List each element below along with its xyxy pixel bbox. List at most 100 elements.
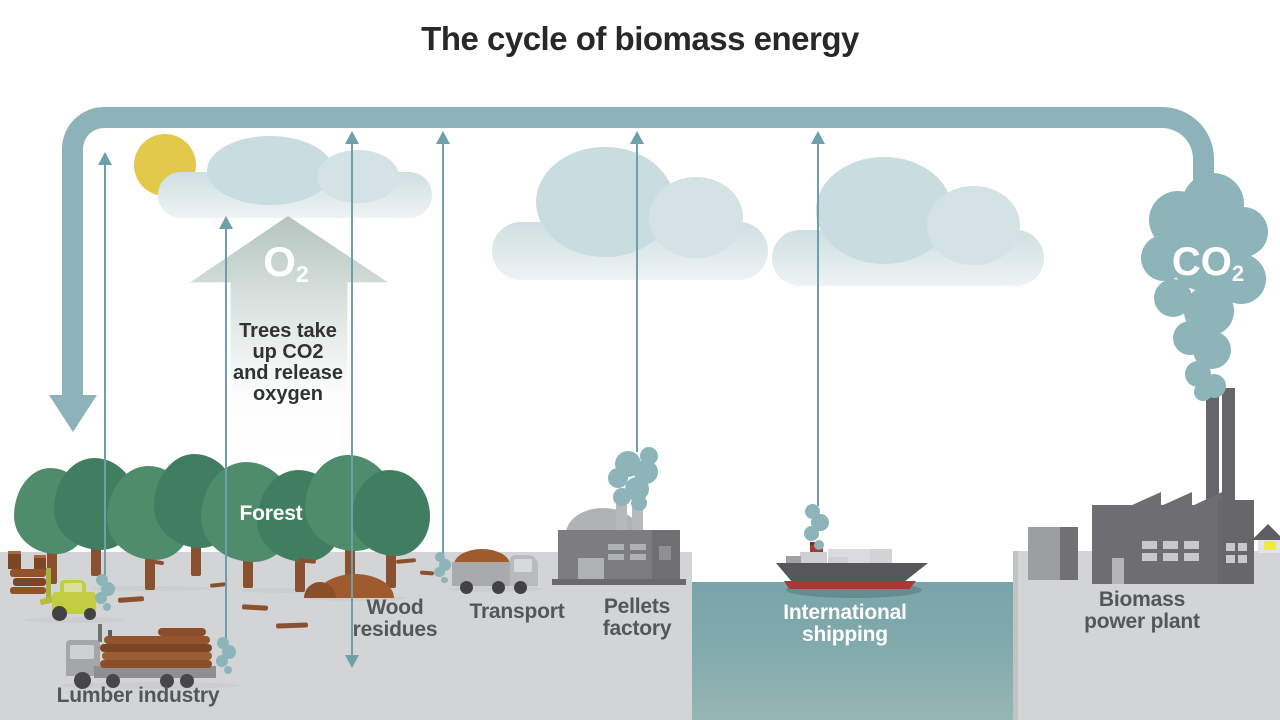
truck-cab-window	[70, 645, 94, 659]
pellets-label: Pellets factory	[602, 595, 672, 640]
plant-window	[1142, 541, 1157, 549]
cycle-arrow-down-head	[49, 395, 97, 432]
flow-arrow-down-head	[345, 655, 359, 668]
flow-arrow-line	[104, 162, 106, 576]
loader-wheel	[52, 606, 67, 621]
tree-trunk	[47, 529, 57, 584]
smoke-curl	[95, 592, 107, 604]
tree-canopy	[352, 470, 430, 556]
plant-window	[1184, 553, 1199, 561]
plant-window	[1238, 543, 1247, 551]
forest-label: Forest	[239, 502, 303, 525]
ground-shadow	[306, 595, 406, 601]
ship-deck-blocks	[786, 556, 801, 566]
smoke-curl	[103, 603, 111, 611]
truck-wheel	[106, 674, 120, 688]
plant-window	[1226, 543, 1235, 551]
ship-containers	[828, 549, 892, 566]
smoke-curl	[435, 551, 446, 563]
truck-wheel	[160, 674, 174, 688]
loader-wheel	[84, 608, 96, 620]
flow-arrow-up-head	[436, 131, 450, 144]
plant-window	[1238, 555, 1247, 563]
transport-cab-window	[514, 559, 532, 572]
loader-mast	[46, 568, 51, 602]
smoke-curl	[441, 576, 448, 584]
truck-log	[104, 636, 210, 644]
power-plant-label: Biomass power plant	[1084, 588, 1200, 633]
cloud	[492, 146, 768, 280]
factory-chimney	[616, 502, 627, 532]
co2-label: CO2	[1158, 240, 1258, 286]
o2-label-sub: 2	[295, 261, 309, 287]
factory-base	[552, 579, 686, 585]
plant-outbuilding	[1028, 527, 1060, 580]
page-title: The cycle of biomass energy	[421, 20, 859, 57]
smoke-curl	[434, 567, 445, 578]
truck-wheel	[180, 674, 194, 688]
chip-load	[454, 549, 510, 565]
factory-window	[630, 544, 646, 550]
smoke-curl	[439, 558, 452, 571]
cycle-arrow-corner-right	[1152, 107, 1214, 169]
smoke-puff	[1194, 383, 1212, 401]
flow-arrow-line	[636, 141, 638, 452]
smoke-puff	[640, 447, 658, 465]
tree-trunk	[191, 521, 201, 576]
smoke-curl	[803, 526, 819, 541]
plant-chimney	[1206, 388, 1219, 506]
trees-note: Trees take up CO2 and release oxygen	[232, 320, 344, 405]
loader-log-stack	[10, 569, 46, 577]
plant-tower	[1218, 500, 1254, 584]
truck-exhaust	[98, 624, 102, 642]
plant-window	[1226, 555, 1235, 563]
factory-window	[630, 554, 646, 560]
cloud	[772, 157, 1044, 286]
truck-log	[158, 628, 206, 636]
plant-window	[1163, 541, 1178, 549]
transport-wheel	[492, 581, 505, 594]
cycle-arrow-corner-left	[62, 107, 108, 153]
flow-arrow-up-head	[219, 216, 233, 229]
flow-arrow-line	[442, 141, 444, 554]
smoke-puff	[613, 488, 631, 506]
transport-wheel	[460, 581, 473, 594]
flow-arrow-up-head	[630, 131, 644, 144]
ship-keel	[784, 581, 916, 589]
cloud	[158, 136, 432, 218]
tree-stump	[34, 555, 46, 571]
flow-arrow-line	[817, 141, 819, 506]
tree-trunk	[345, 524, 355, 587]
cycle-arrow-top-bar	[106, 107, 1154, 128]
truck-log	[102, 652, 212, 660]
flow-arrow-line	[225, 226, 227, 640]
tree	[352, 470, 430, 588]
plant-window	[1184, 541, 1199, 549]
o2-label-base: O	[263, 238, 296, 285]
shipping-label: International shipping	[783, 601, 907, 646]
smoke-curl	[224, 666, 232, 674]
plant-chimney	[1222, 388, 1235, 502]
plant-door	[1112, 558, 1124, 584]
transport-wheel	[514, 581, 527, 594]
smoke-curl	[216, 655, 228, 667]
ground-shadow	[24, 617, 124, 623]
flow-arrow-up-head	[98, 152, 112, 165]
plant-sawtooth	[1161, 492, 1192, 506]
wood-residues-pile	[304, 582, 336, 598]
plant-window	[1163, 553, 1178, 561]
truck-log	[100, 644, 212, 652]
plant-sawtooth	[1130, 492, 1161, 506]
house-window	[1264, 541, 1276, 550]
loader-log-stack	[10, 587, 46, 594]
factory-window	[608, 544, 624, 550]
house-roof	[1252, 524, 1280, 540]
factory-chimney	[632, 502, 643, 532]
co2-label-base: CO	[1171, 240, 1232, 284]
factory-window	[659, 546, 671, 560]
ground-shadow	[60, 682, 240, 689]
truck-wheel	[74, 672, 91, 689]
truck-log	[100, 660, 212, 668]
ship-bridge	[800, 552, 827, 566]
